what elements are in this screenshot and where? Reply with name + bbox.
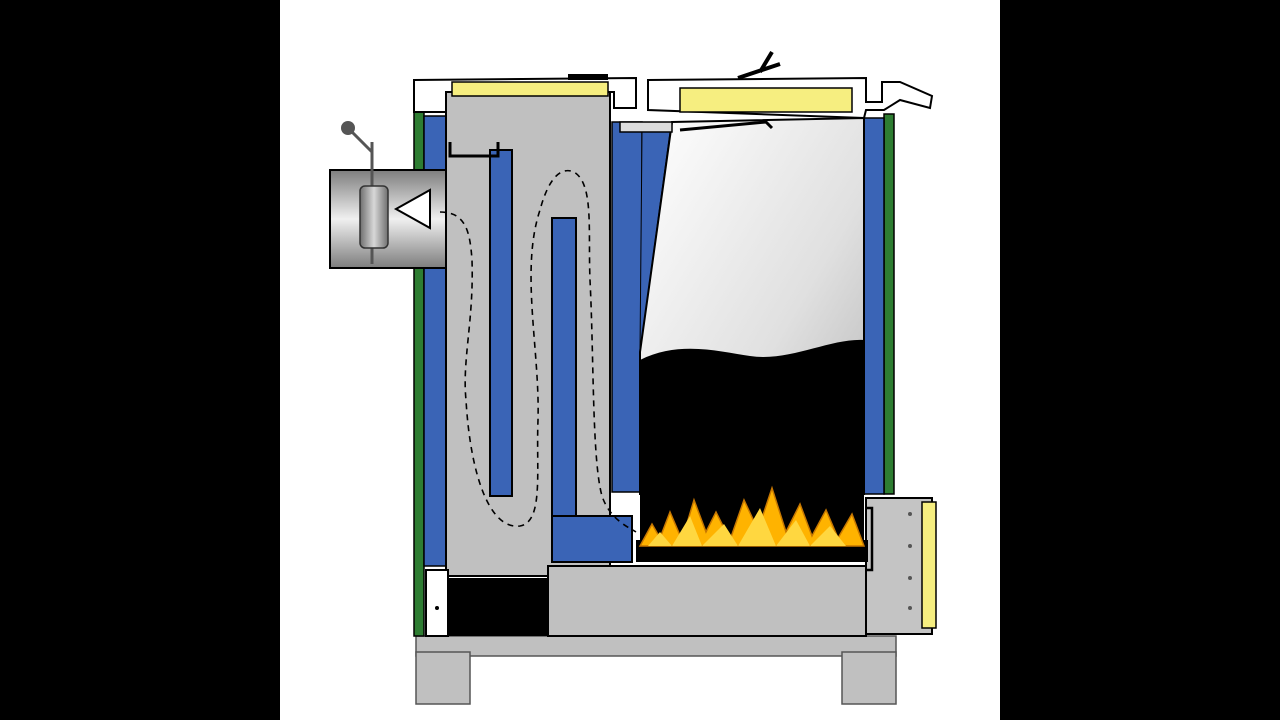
ash-door-bolts (866, 506, 912, 610)
left-leg (415, 651, 471, 705)
loading-door-handle (737, 50, 781, 80)
damper-handle-icon (341, 121, 355, 135)
water-baffles (489, 149, 633, 563)
combustion-chamber (636, 116, 868, 562)
top-covers (413, 50, 934, 158)
flame-icon (638, 485, 866, 547)
ash-door-insulation (921, 501, 937, 629)
flow-direction-arrow-icon (393, 188, 431, 230)
boiler-base (415, 635, 897, 705)
top-door-insulation (451, 81, 609, 97)
right-leg (841, 651, 897, 705)
flue-pipe (329, 121, 447, 269)
clean-out-box (425, 569, 548, 637)
fuel-load (640, 339, 864, 542)
loading-door-insulation (679, 87, 853, 113)
heat-exchanger (445, 91, 937, 637)
gas-flow-path (439, 169, 637, 533)
flue-damper (359, 185, 389, 249)
ash-door (865, 497, 933, 635)
